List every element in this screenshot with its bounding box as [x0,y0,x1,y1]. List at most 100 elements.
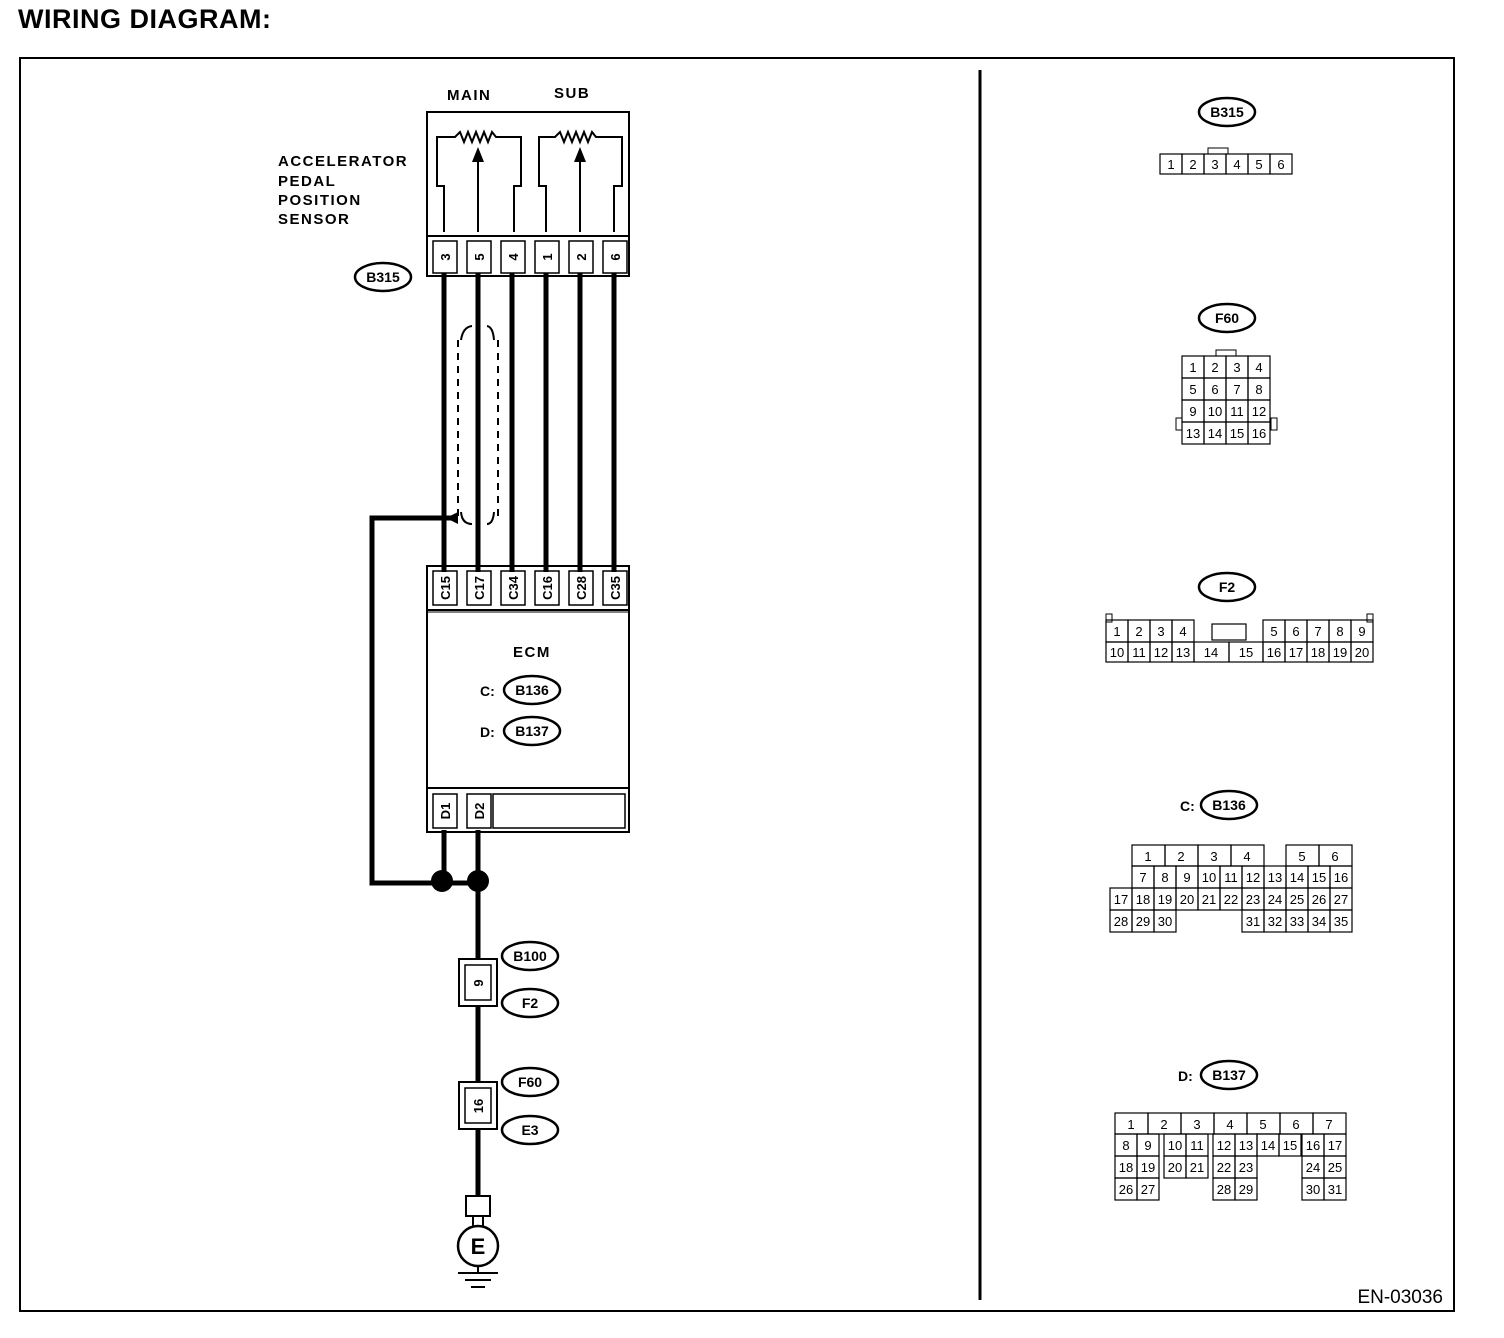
pin-cell: 11 [1230,404,1244,419]
connector-view-b137: D: B137 1 2 3 4 5 6 7 8 9 10 11 [1114,1059,1347,1201]
connector-view-f2: F2 1 2 3 4 5 6 7 8 9 10 11 12 13 14 15 [1105,571,1374,663]
pin-cell: 2 [1135,624,1142,639]
sensor-pin-label: 6 [608,253,623,260]
connector-oval-e3 [500,1114,560,1146]
pin-cell: 1 [1189,360,1196,375]
pin-cell: 16 [1252,426,1266,441]
pin-cell: 1 [1144,849,1151,864]
pin-cell: 26 [1119,1182,1133,1197]
connector-label-f60: F60 [518,1074,542,1090]
connector-oval-f2 [500,987,560,1019]
pin-cell: 5 [1270,624,1277,639]
connector-oval-b315 [353,261,413,293]
pin-cell: 16 [1334,870,1348,885]
diagram-frame [19,57,1455,1312]
ecm-c-pin-label: C15 [438,576,453,600]
ground-connector-pin-16: 16 [471,1099,486,1113]
sensor-label-line-1: ACCELERATOR [278,153,408,170]
connector-view-label: F2 [1219,579,1236,595]
sub-wiper-arrow-icon [574,147,586,162]
ecm-c-prefix: C: [480,683,495,699]
sensor-pin-label: 1 [540,253,555,260]
pin-cell: 6 [1292,1117,1299,1132]
sensor-pin-label: 4 [506,253,521,261]
pin-cell: 18 [1311,645,1325,660]
pin-cell: 8 [1255,382,1262,397]
pin-cell: 10 [1208,404,1222,419]
pin-cell: 29 [1136,914,1150,929]
ground-connector-pin-9: 9 [471,979,486,986]
pin-cell: 33 [1290,914,1304,929]
connector-view-label: B137 [1212,1067,1246,1083]
pin-cell: 17 [1328,1138,1342,1153]
ecm-c-pin-label: C17 [472,576,487,600]
pin-cell: 4 [1179,624,1186,639]
ecm-label: ECM [513,644,551,661]
pin-cell: 6 [1277,157,1284,172]
pin-cell: 11 [1190,1138,1204,1153]
pin-cell: 15 [1230,426,1244,441]
page-title: WIRING DIAGRAM: [18,4,272,34]
ecm-d-pin-label: D1 [438,803,453,820]
pin-cell: 14 [1204,645,1218,660]
pin-cell: 10 [1202,870,1216,885]
pin-cell: 2 [1177,849,1184,864]
connector-label-b100: B100 [513,948,547,964]
pin-cell: 14 [1290,870,1304,885]
pin-cell: 8 [1161,870,1168,885]
pin-cell: 3 [1233,360,1240,375]
sensor-label-line-2: PEDAL [278,173,336,190]
pin-cell: 11 [1132,645,1146,660]
pin-cell: 31 [1246,914,1260,929]
pin-cell: 25 [1290,892,1304,907]
pin-cell: 4 [1233,157,1240,172]
pin-cell: 3 [1211,157,1218,172]
pin-cell: 20 [1180,892,1194,907]
pin-cell: 19 [1158,892,1172,907]
pin-cell: 6 [1292,624,1299,639]
main-potentiometer [436,129,522,232]
pin-cell: 1 [1167,157,1174,172]
pin-cell: 14 [1208,426,1222,441]
pin-cell: 31 [1328,1182,1342,1197]
pin-cell: 23 [1239,1160,1253,1175]
pin-cell: 9 [1183,870,1190,885]
pin-cell: 15 [1239,645,1253,660]
connector-oval-b100 [500,940,560,972]
pin-cell: 12 [1217,1138,1231,1153]
pin-cell: 10 [1168,1138,1182,1153]
pin-cell: 22 [1217,1160,1231,1175]
ecm-d-prefix: D: [480,724,495,740]
sensor-pin-label: 5 [472,253,487,260]
pin-cell: 15 [1312,870,1326,885]
pin-cell: 5 [1255,157,1262,172]
connector-view-b315: B315 1 2 3 4 5 6 [1159,96,1293,175]
pin-cell: 2 [1160,1117,1167,1132]
pin-cell: 13 [1186,426,1200,441]
pin-cell: 21 [1190,1160,1204,1175]
connector-view-label: B315 [1210,104,1244,120]
pin-cell: 20 [1355,645,1369,660]
sub-label: SUB [554,85,590,102]
pin-cell: 12 [1246,870,1260,885]
pin-cell: 7 [1325,1117,1332,1132]
pin-cell: 14 [1261,1138,1275,1153]
pin-cell: 13 [1176,645,1190,660]
ecm-c-pin-label: C34 [506,575,521,600]
connector-oval-b137 [502,715,562,747]
pin-cell: 17 [1114,892,1128,907]
accelerator-pedal-position-sensor: ACCELERATOR PEDAL POSITION SENSOR MAIN S… [278,85,630,277]
pin-cell: 13 [1268,870,1282,885]
pin-cell: 15 [1283,1138,1297,1153]
connector-oval-b136 [502,674,562,706]
pin-cell: 5 [1189,382,1196,397]
pin-cell: 19 [1333,645,1347,660]
pin-cell: 18 [1136,892,1150,907]
sensor-pin-label: 2 [574,253,589,260]
pin-cell: 4 [1243,849,1250,864]
pin-cell: 1 [1113,624,1120,639]
pin-cell: 3 [1157,624,1164,639]
sensor-label-line-3: POSITION [278,192,362,209]
pin-cell: 8 [1336,624,1343,639]
ecm-module: C15 C17 C34 C16 C28 C35 ECM C: B136 D: B… [426,565,630,833]
